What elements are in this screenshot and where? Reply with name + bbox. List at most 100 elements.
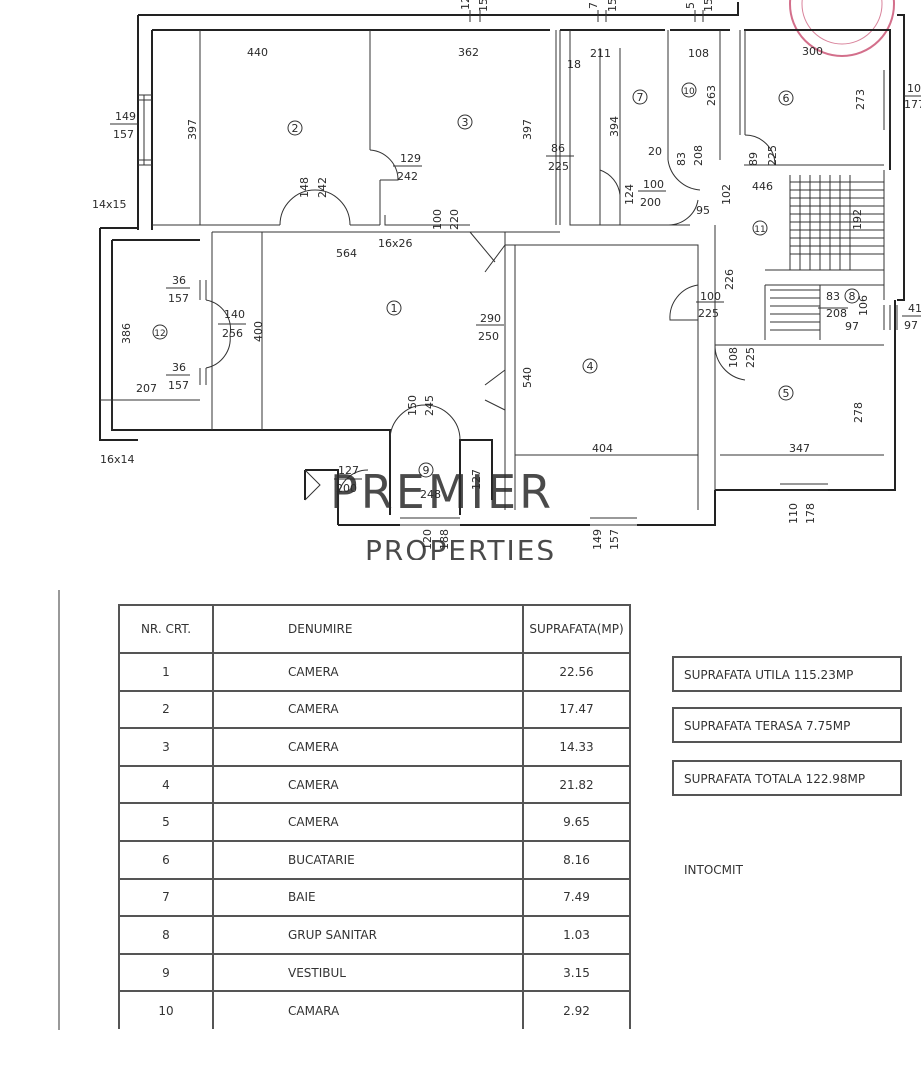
cell-area: 7.49 xyxy=(522,877,631,918)
room-5-label: 5 xyxy=(783,387,790,400)
watermark-line1: PREMIER xyxy=(330,465,554,519)
cell-area: 22.56 xyxy=(522,652,631,692)
cell-nr: 2 xyxy=(118,689,214,730)
stairs xyxy=(770,175,884,331)
dim-207: 207 xyxy=(136,382,157,395)
dim-120: 120 xyxy=(421,529,434,550)
header-suprafata: SUPRAFATA(MP) xyxy=(522,604,631,654)
dim-top-15-b: 15 xyxy=(606,0,619,12)
summary-utila: SUPRAFATA UTILA 115.23MP xyxy=(672,656,902,692)
dim-102: 102 xyxy=(720,184,733,205)
dim-386: 386 xyxy=(120,323,133,344)
dim-211: 211 xyxy=(590,47,611,60)
dim-14x15: 14x15 xyxy=(92,198,127,211)
dim-top-15-c: 15 xyxy=(702,0,715,12)
cell-area: 3.15 xyxy=(522,952,631,993)
dim-129: 129 xyxy=(400,152,421,165)
cell-name: CAMERA xyxy=(212,689,524,730)
room-7-label: 7 xyxy=(637,91,644,104)
dim-127-b: 127 xyxy=(470,469,483,490)
cell-nr: 7 xyxy=(118,877,214,918)
dim-540: 540 xyxy=(521,367,534,388)
dim-108-c: 108 xyxy=(727,347,740,368)
watermark-line2: PROPERTIES xyxy=(365,534,556,560)
room-8-label: 8 xyxy=(849,290,856,303)
dim-225-d: 225 xyxy=(744,347,757,368)
cell-nr: 6 xyxy=(118,839,214,880)
dim-263: 263 xyxy=(705,85,718,106)
dim-157-d: 157 xyxy=(608,529,621,550)
interior-walls xyxy=(100,30,885,510)
dim-89: 89 xyxy=(747,152,760,166)
dim-404: 404 xyxy=(592,442,613,455)
fraction-lines xyxy=(110,95,921,480)
dim-278: 278 xyxy=(852,402,865,423)
cell-area: 17.47 xyxy=(522,689,631,730)
dim-86: 86 xyxy=(551,142,565,155)
dim-20: 20 xyxy=(648,145,662,158)
dim-150: 150 xyxy=(406,395,419,416)
cell-area: 9.65 xyxy=(522,802,631,842)
intocmit-label: INTOCMIT xyxy=(684,863,743,877)
stamp xyxy=(789,0,895,57)
dim-226: 226 xyxy=(723,269,736,290)
dim-242-b: 242 xyxy=(316,177,329,198)
cell-nr: 1 xyxy=(118,652,214,692)
dim-157: 157 xyxy=(113,128,134,141)
room-9-label: 9 xyxy=(423,464,430,477)
dim-192: 192 xyxy=(851,209,864,230)
dim-400: 400 xyxy=(252,321,265,342)
room-10-label: 10 xyxy=(683,87,695,97)
dim-250: 250 xyxy=(478,330,499,343)
outer-walls xyxy=(99,2,905,526)
dim-440: 440 xyxy=(247,46,268,59)
dim-36-b: 36 xyxy=(172,361,186,374)
dim-225-c: 225 xyxy=(698,307,719,320)
dim-148: 148 xyxy=(298,177,311,198)
room-12-label: 12 xyxy=(154,329,165,339)
left-margin-line xyxy=(58,590,60,1030)
summary-terasa: SUPRAFATA TERASA 7.75MP xyxy=(672,707,902,743)
cell-name: BUCATARIE xyxy=(212,839,524,880)
room-markers xyxy=(152,82,860,478)
watermark: PREMIER PROPERTIES xyxy=(330,465,556,560)
dim-140: 140 xyxy=(224,308,245,321)
dim-397: 397 xyxy=(186,119,199,140)
dim-16x26: 16x26 xyxy=(378,237,413,250)
floor-plan: 2 3 1 4 5 6 7 8 9 10 11 12 440 362 211 1… xyxy=(92,0,921,560)
dim-300: 300 xyxy=(802,45,823,58)
dim-200-b: 200 xyxy=(336,482,357,495)
dim-110: 110 xyxy=(787,503,800,524)
dim-36: 36 xyxy=(172,274,186,287)
dim-208: 208 xyxy=(692,145,705,166)
dim-149: 149 xyxy=(115,110,136,123)
room-1-label: 1 xyxy=(391,302,398,315)
dim-124: 124 xyxy=(623,184,636,205)
dim-106: 106 xyxy=(857,295,870,316)
dim-178: 178 xyxy=(804,503,817,524)
cell-nr: 8 xyxy=(118,915,214,955)
dim-446: 446 xyxy=(752,180,773,193)
dim-225-b: 225 xyxy=(766,145,779,166)
dim-97: 97 xyxy=(845,320,859,333)
cell-area: 1.03 xyxy=(522,915,631,955)
cell-area: 8.16 xyxy=(522,839,631,880)
dim-108-right: 108 xyxy=(907,82,921,95)
room-3-label: 3 xyxy=(462,116,469,129)
cell-area: 2.92 xyxy=(522,990,631,1029)
cell-nr: 9 xyxy=(118,952,214,993)
cell-name: VESTIBUL xyxy=(212,952,524,993)
dim-top-5: 5 xyxy=(684,2,697,9)
dim-208-b: 208 xyxy=(826,307,847,320)
cell-name: GRUP SANITAR xyxy=(212,915,524,955)
dim-256: 256 xyxy=(222,327,243,340)
header-denumire: DENUMIRE xyxy=(212,604,524,654)
header-nr: NR. CRT. xyxy=(118,604,214,654)
